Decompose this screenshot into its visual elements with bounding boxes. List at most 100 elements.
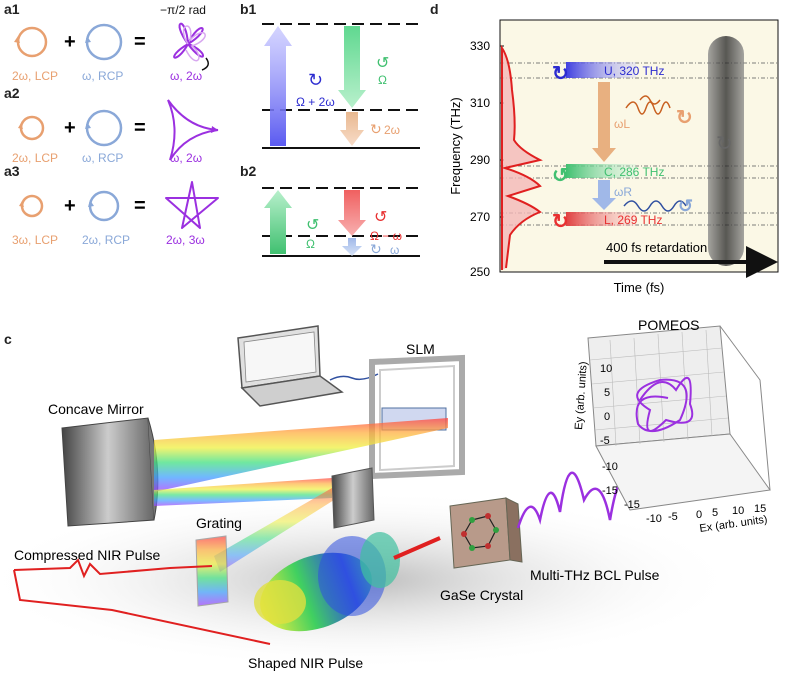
ex-tick: 15 (754, 503, 766, 515)
band-l (566, 212, 636, 226)
ey-tick: 0 (604, 411, 610, 423)
b1-two-omega-label: 2ω (384, 123, 400, 137)
lcp-circle-icon (19, 115, 45, 141)
concave-mirror (61, 417, 159, 527)
omega-l-label: ωL (614, 117, 630, 131)
ey-tick: -5 (600, 435, 610, 447)
panel-label-b2: b2 (240, 163, 257, 179)
ex-tick: -5 (668, 511, 678, 523)
ex-ticks: -15 (624, 499, 640, 511)
compressed-pulse-label: Compressed NIR Pulse (14, 547, 160, 563)
row3-left-label: 3ω, LCP (12, 233, 58, 247)
rcp-arrow-icon (88, 200, 94, 207)
b2-diff-label: Ω − ω (370, 229, 402, 243)
slm-label: SLM (406, 341, 435, 357)
panel-label-b1: b1 (240, 1, 257, 17)
y-tick: 310 (470, 96, 490, 110)
two-omega-arrow-down (340, 112, 364, 146)
rotation-icon: ↻ (308, 70, 323, 90)
rotation-icon: ↻ (370, 121, 382, 137)
phase-label: −π/2 rad (160, 3, 206, 17)
rotation-icon: ↺ (678, 196, 693, 216)
rcp-circle-icon (85, 109, 123, 147)
fold-mirror (331, 467, 375, 529)
compressed-pulse-beam (13, 558, 213, 579)
shaped-pulse-label: Shaped NIR Pulse (248, 655, 363, 671)
rotation-icon: ↺ (374, 209, 387, 226)
plus-sign: + (64, 31, 76, 53)
pulse-envelope-bar (708, 36, 744, 266)
equals-sign: = (134, 195, 146, 217)
rotation-icon: ↻ (716, 133, 733, 155)
omega-l-arrow (592, 82, 616, 162)
rotation-icon: ↻ (552, 211, 569, 233)
panel-label-a3: a3 (4, 163, 20, 179)
y-tick: 250 (470, 265, 490, 279)
x-axis-label: Time (fs) (614, 280, 665, 295)
slm-device (369, 354, 465, 480)
equals-sign: = (134, 117, 146, 139)
row2-mid-label: ω, RCP (82, 151, 123, 165)
label-c: C, 286 THz (604, 165, 664, 179)
ey-tick: 5 (604, 387, 610, 399)
ey-tick: 10 (600, 363, 612, 375)
dispersed-beam (154, 418, 448, 492)
rcp-circle-icon (88, 190, 120, 222)
laptop-icon (237, 325, 379, 407)
grating-label: Grating (196, 515, 242, 531)
lcp-arrow-icon (18, 123, 23, 129)
omega-r-label: ωR (614, 185, 632, 199)
y-tick: 330 (470, 39, 490, 53)
panel-label-d: d (430, 1, 439, 17)
shaped-pulse-beam (13, 569, 271, 645)
ey-axis-label: Ey (arb. units) (573, 361, 590, 430)
b1-omega-label: Ω (378, 73, 387, 87)
ex-ticks-rest: -10 -5 0 5 10 15 (646, 503, 766, 525)
retardation-label: 400 fs retardation (606, 240, 707, 255)
rcp-arrow-icon (85, 122, 91, 129)
spectrum-fill (502, 48, 540, 270)
triangle-arrow-icon (211, 126, 218, 133)
dispersed-beam (214, 488, 334, 572)
pump-arrow-up (264, 26, 292, 146)
ex-tick: 10 (732, 505, 744, 517)
rotation-icon: ↻ (552, 63, 569, 85)
gase-label: GaSe Crystal (440, 587, 523, 603)
row2-left-label: 2ω, LCP (12, 151, 58, 165)
trefoil-lissajous-icon (173, 22, 209, 71)
pump-beam (393, 536, 441, 560)
small-omega-arrow-down (342, 238, 362, 256)
rotation-icon: ↻ (370, 241, 382, 257)
panel-label-a2: a2 (4, 85, 20, 101)
lcp-circle-icon (16, 26, 48, 58)
panel-label-a1: a1 (4, 1, 20, 17)
band-u (566, 62, 636, 78)
panel-label-c: c (4, 331, 12, 347)
spectrum-curve (501, 44, 543, 270)
rcp-arrow-icon (85, 36, 91, 43)
shaped-pulse-blob (254, 532, 400, 632)
ey-tick: -15 (602, 485, 618, 497)
row1-left-label: 2ω, LCP (12, 69, 58, 83)
panel-b: b1 b2 ↻ Ω + 2ω ↺ Ω ↻ 2ω ↺ Ω ↺ Ω − ω ↻ ω (240, 1, 420, 257)
row3-right-label: 2ω, 3ω (166, 233, 205, 247)
star-lissajous-icon (165, 181, 219, 229)
pomeos-label: POMEOS (638, 317, 699, 333)
grating (195, 535, 229, 607)
b2-omega-label: Ω (306, 237, 315, 251)
ey-tick: -10 (602, 461, 618, 473)
gase-crystal (449, 497, 523, 569)
band-c (566, 164, 636, 178)
lcp-arrow-icon (19, 201, 24, 207)
row3-mid-label: 2ω, RCP (82, 233, 130, 247)
rotation-icon: ↻ (676, 107, 693, 129)
b2-small-omega-label: ω (390, 243, 399, 257)
plus-sign: + (64, 117, 76, 139)
sum-freq-label: Ω + 2ω (296, 95, 335, 109)
ey-ticks: 10 5 0 -5 -10 -15 (600, 363, 618, 497)
ex-tick: 5 (712, 507, 718, 519)
lcp-circle-icon (20, 194, 44, 218)
y-tick: 290 (470, 153, 490, 167)
wave-packet-l (639, 95, 661, 105)
row1-right-label: ω, 2ω (170, 69, 202, 83)
